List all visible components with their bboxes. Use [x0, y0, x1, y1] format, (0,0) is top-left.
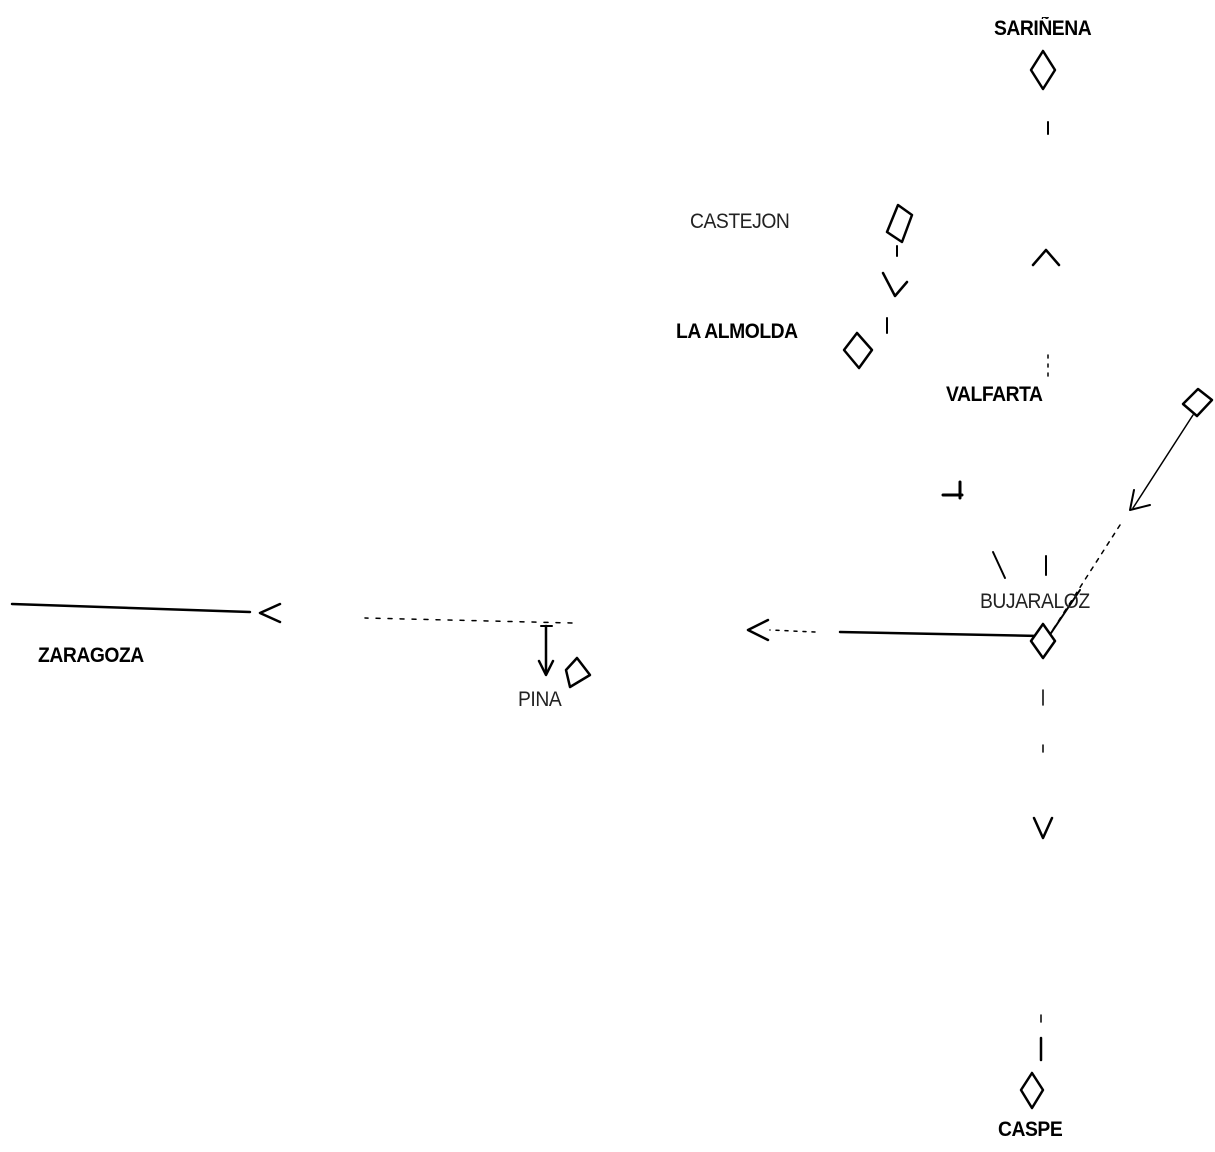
- place-label-sarinena: SARIÑENA: [994, 17, 1092, 40]
- arrowhead-down-icon: [537, 659, 555, 677]
- diamond-marker-icon-pina: [564, 656, 592, 689]
- diamond-marker-icon-sarinena: [1029, 49, 1057, 91]
- arrowhead-down-icon: [1032, 816, 1054, 840]
- diamond-marker-icon-bujaraloz: [1029, 622, 1057, 660]
- pina-arrow: [537, 624, 555, 677]
- place-label-bujaraloz: BUJARALOZ: [980, 590, 1090, 613]
- place-label-zaragoza: ZARAGOZA: [38, 644, 144, 667]
- place-label-pina: PINA: [518, 688, 562, 711]
- arrowhead-diagonal-icon: [1129, 489, 1151, 511]
- diamond-marker-icon-caspe: [1019, 1071, 1045, 1110]
- place-label-valfarta: VALFARTA: [946, 383, 1043, 406]
- place-label-caspe: CASPE: [998, 1118, 1063, 1141]
- town-markers: [564, 49, 1214, 1110]
- arrowhead-up-icon: [1031, 248, 1061, 267]
- place-label-la-almolda: LA ALMOLDA: [676, 320, 798, 343]
- diamond-marker-icon-castejon: [885, 203, 914, 244]
- diamond-marker-icon-northeast: [1181, 387, 1214, 418]
- route-valfarta-bujaraloz: [992, 551, 1006, 579]
- diamond-marker-icon-la-almolda: [842, 331, 874, 370]
- route-castejon-la-almolda: [886, 245, 898, 334]
- route-sarinena-bujaraloz: [1045, 121, 1049, 576]
- place-label-castejon: CASTEJON: [690, 210, 790, 233]
- arrowhead-left-icon: [746, 618, 770, 642]
- route-bujaraloz-caspe: [1039, 689, 1044, 1062]
- route-bujaraloz-zaragoza: [10, 602, 1042, 638]
- arrowhead-small-icon: [941, 480, 964, 500]
- arrowhead-down-icon: [881, 271, 909, 298]
- arrowhead-left-icon: [258, 602, 282, 624]
